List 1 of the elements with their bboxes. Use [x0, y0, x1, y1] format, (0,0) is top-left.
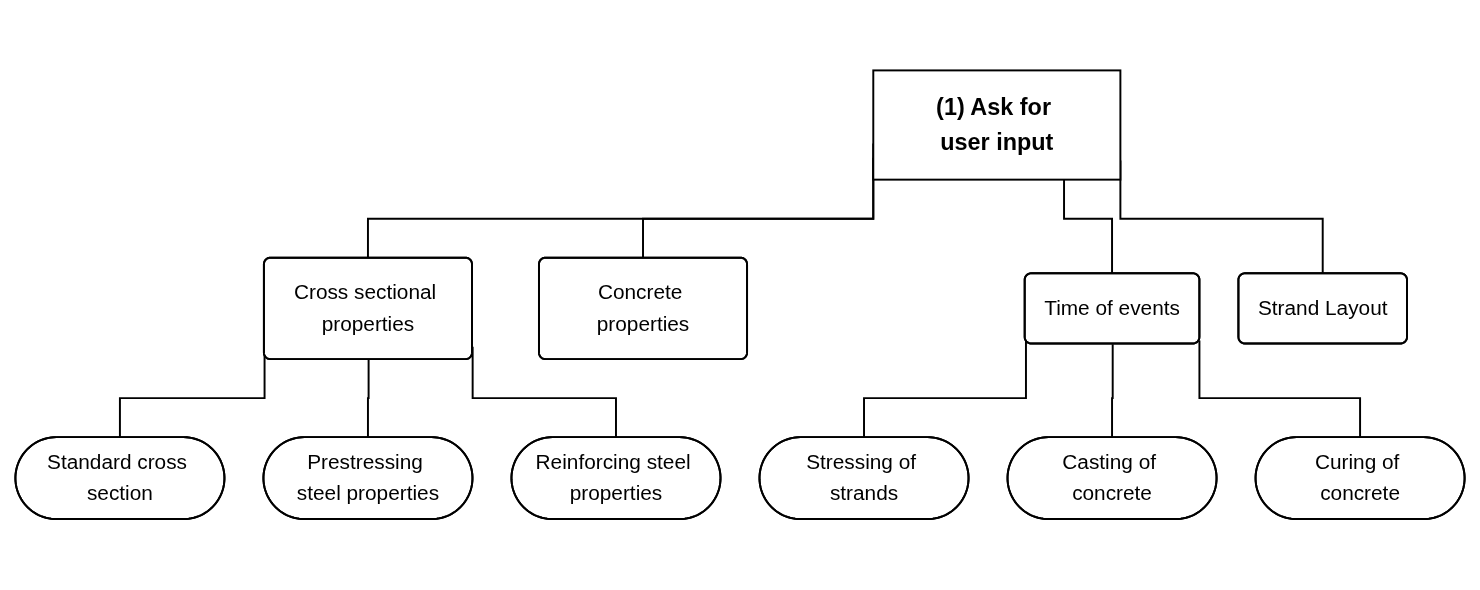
node-box: (1) Ask for user input	[872, 69, 1122, 181]
